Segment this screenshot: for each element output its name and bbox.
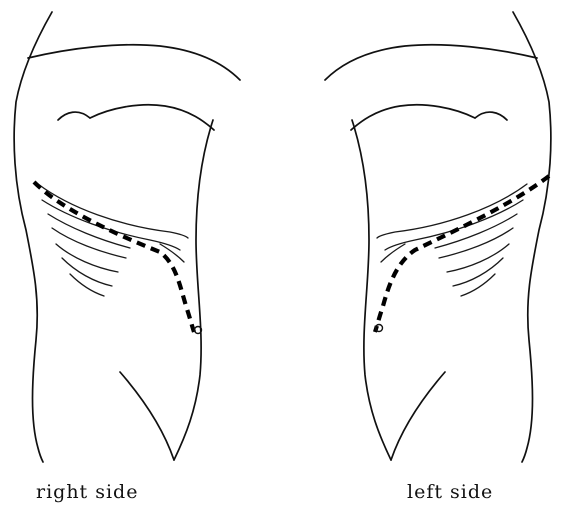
caption-right-side: right side: [36, 481, 138, 503]
right-hip-contour: [120, 372, 174, 460]
left-axilla-fold: [475, 112, 507, 120]
right-axilla-fold: [58, 112, 90, 120]
right-torso-back-contour: [14, 12, 52, 462]
right-rib-line: [56, 244, 118, 272]
left-torso-back-contour: [513, 12, 551, 462]
right-arm-upper-contour: [28, 45, 240, 80]
right-incision-line: [34, 182, 194, 332]
right-arm-lower-contour: [90, 105, 214, 130]
left-rib-line: [447, 244, 509, 272]
caption-left-side: left side: [407, 481, 493, 503]
left-arm-lower-contour: [351, 105, 475, 130]
left-arm-upper-contour: [325, 45, 537, 80]
left-torso-front-contour: [352, 120, 391, 460]
left-rib-line: [435, 214, 517, 248]
left-side-torso: [325, 12, 551, 462]
right-side-torso: [14, 12, 240, 462]
left-hip-contour: [391, 372, 445, 460]
